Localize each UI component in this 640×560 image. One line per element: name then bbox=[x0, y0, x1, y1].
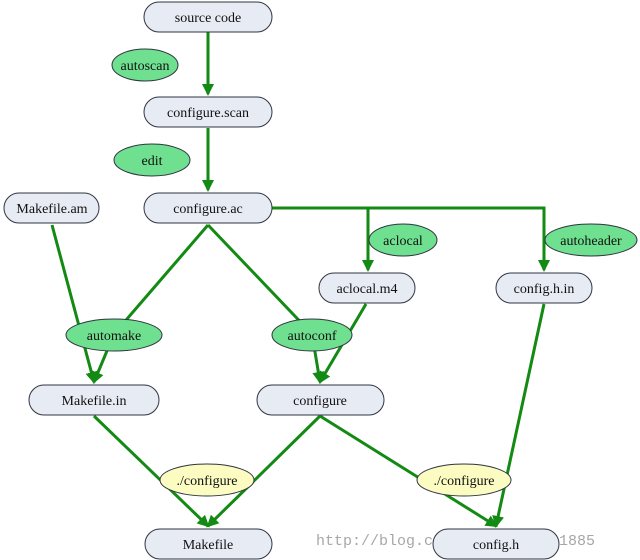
node-makefile-in: Makefile.in bbox=[28, 384, 160, 416]
node-config-h-label: config.h bbox=[473, 538, 519, 553]
node-configure-scan: configure.scan bbox=[143, 96, 273, 128]
node-source-code-label: source code bbox=[175, 11, 241, 26]
tool-configure-right: ./configure bbox=[416, 463, 512, 497]
tool-configure-left: ./configure bbox=[159, 463, 255, 497]
node-makefile-label: Makefile bbox=[183, 538, 234, 553]
edge-ac-to-autoconf bbox=[206, 223, 314, 336]
edge-ac-to-automake bbox=[112, 224, 210, 335]
tool-configure-left-label: ./configure bbox=[176, 474, 237, 489]
node-makefile-am: Makefile.am bbox=[3, 192, 100, 224]
node-configure-scan-label: configure.scan bbox=[167, 106, 249, 121]
node-configure-ac: configure.ac bbox=[143, 192, 273, 224]
tool-autoconf-label: autoconf bbox=[288, 329, 337, 344]
tool-aclocal-label: aclocal bbox=[383, 234, 423, 249]
edge-ac-to-config-h-in bbox=[368, 206, 550, 272]
edge-config-h-in-to-config-h bbox=[492, 303, 546, 528]
node-config-h: config.h bbox=[432, 528, 560, 560]
tool-automake: automake bbox=[65, 318, 163, 352]
tool-aclocal: aclocal bbox=[368, 223, 438, 257]
node-configure: configure bbox=[256, 384, 385, 416]
node-configure-ac-label: configure.ac bbox=[173, 202, 243, 217]
tool-edit-label: edit bbox=[142, 154, 163, 169]
edge-makefile-in-to-makefile bbox=[92, 414, 210, 528]
tool-autoscan: autoscan bbox=[111, 48, 179, 82]
tool-autoheader: autoheader bbox=[544, 223, 638, 257]
tool-configure-right-label: ./configure bbox=[433, 474, 494, 489]
tool-autoscan-label: autoscan bbox=[121, 59, 170, 74]
edge-ac-to-aclocal-m4 bbox=[270, 206, 374, 272]
node-config-h-in: config.h.in bbox=[495, 272, 593, 304]
node-config-h-in-label: config.h.in bbox=[514, 282, 575, 297]
edges bbox=[50, 32, 550, 528]
edge-configure-to-makefile bbox=[206, 414, 322, 528]
tool-edit: edit bbox=[113, 143, 191, 177]
node-source-code: source code bbox=[143, 1, 273, 33]
node-makefile-am-label: Makefile.am bbox=[16, 202, 87, 217]
tool-autoconf: autoconf bbox=[271, 318, 353, 352]
node-makefile: Makefile bbox=[144, 528, 273, 560]
edge-makefile-am-to-automake bbox=[50, 224, 98, 384]
node-aclocal-m4: aclocal.m4 bbox=[318, 272, 416, 304]
node-aclocal-m4-label: aclocal.m4 bbox=[336, 282, 397, 297]
edge-configure-to-config-h bbox=[319, 414, 498, 528]
tool-automake-label: automake bbox=[87, 329, 141, 344]
tool-autoheader-label: autoheader bbox=[560, 234, 622, 249]
node-makefile-in-label: Makefile.in bbox=[62, 394, 127, 409]
node-configure-label: configure bbox=[293, 394, 347, 409]
